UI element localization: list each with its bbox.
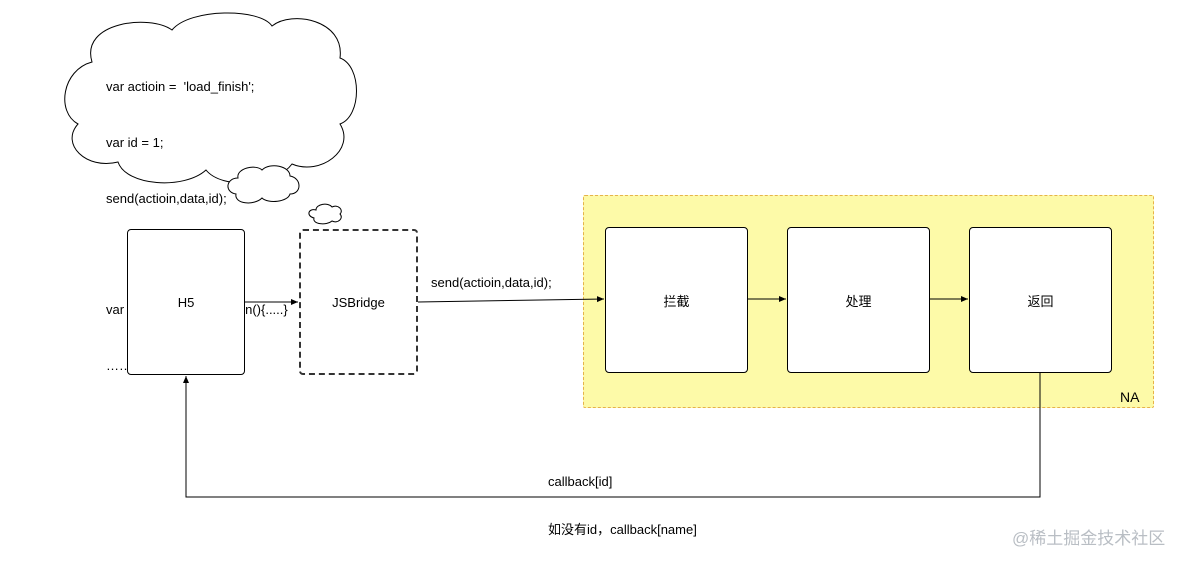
- callback-edge-label: callback[id]: [548, 474, 613, 489]
- code-line: var id = 1;: [106, 134, 164, 150]
- code-line: var actioin = 'load_finish';: [106, 79, 255, 95]
- node-intercept-label: 拦截: [663, 293, 690, 309]
- node-intercept: 拦截: [605, 227, 748, 373]
- node-process-label: 处理: [845, 293, 872, 309]
- node-return: 返回: [969, 227, 1112, 373]
- thought-cloud: [64, 12, 357, 184]
- edge-jsbridge-intercept: [417, 296, 605, 303]
- code-line: send(actioin,data,id);: [106, 190, 227, 206]
- node-jsbridge: JSBridge: [299, 229, 418, 375]
- na-region-label: NA: [1120, 389, 1140, 405]
- send-edge-label: send(actioin,data,id);: [431, 275, 552, 290]
- thought-cloud-small: [308, 203, 342, 225]
- node-return-label: 返回: [1027, 293, 1054, 309]
- node-h5-label: H5: [177, 294, 195, 310]
- code-line: ……: [106, 358, 132, 374]
- edge-callback: [183, 373, 1041, 498]
- callback-note: 如没有id，callback[name]: [548, 522, 697, 537]
- watermark: @稀土掘金技术社区: [1012, 529, 1166, 548]
- node-process: 处理: [787, 227, 930, 373]
- thought-cloud-medium: [227, 165, 300, 204]
- node-h5: H5: [127, 229, 245, 375]
- node-jsbridge-label: JSBridge: [332, 294, 385, 310]
